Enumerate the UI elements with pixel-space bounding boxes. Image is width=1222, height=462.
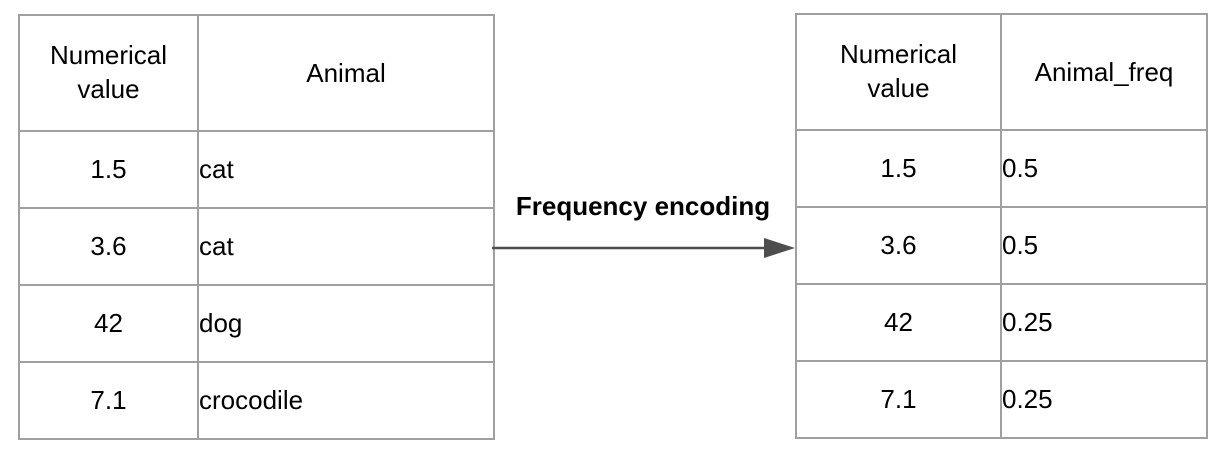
numerical-value-cell: 1.5 xyxy=(795,129,1002,208)
table-row: 7.1 0.25 xyxy=(795,360,1208,439)
table-row: 3.6 0.5 xyxy=(795,206,1208,285)
table-row: 42 dog xyxy=(18,284,495,363)
header-animal: Animal xyxy=(197,14,495,132)
animal-cell: crocodile xyxy=(197,361,495,440)
header-numerical-value: Numerical value xyxy=(795,13,1002,131)
numerical-value-cell: 42 xyxy=(795,283,1002,362)
numerical-value-cell: 3.6 xyxy=(795,206,1002,285)
animal-freq-cell: 0.25 xyxy=(1000,283,1208,362)
source-table: Numerical value Animal 1.5 cat 3.6 cat 4… xyxy=(18,14,495,440)
encoded-table: Numerical value Animal_freq 1.5 0.5 3.6 … xyxy=(795,13,1208,439)
header-numerical-value-label: Numerical value xyxy=(839,39,958,103)
header-animal-label: Animal xyxy=(306,57,386,88)
animal-freq-cell: 0.5 xyxy=(1000,129,1208,208)
table-row: 7.1 crocodile xyxy=(18,361,495,440)
arrow-head xyxy=(764,238,795,258)
frequency-encoding-label: Frequency encoding xyxy=(515,191,771,221)
table-header-row: Numerical value Animal_freq xyxy=(795,13,1208,131)
numerical-value-cell: 42 xyxy=(18,284,199,363)
numerical-value-cell: 7.1 xyxy=(18,361,199,440)
table-row: 42 0.25 xyxy=(795,283,1208,362)
table-row: 1.5 cat xyxy=(18,130,495,209)
table-row: 3.6 cat xyxy=(18,207,495,286)
table-header-row: Numerical value Animal xyxy=(18,14,495,132)
header-numerical-value: Numerical value xyxy=(18,14,199,132)
animal-cell: cat xyxy=(197,207,495,286)
header-animal-freq: Animal_freq xyxy=(1000,13,1208,131)
header-numerical-value-label: Numerical value xyxy=(49,40,168,104)
animal-cell: cat xyxy=(197,130,495,209)
table-row: 1.5 0.5 xyxy=(795,129,1208,208)
animal-cell: dog xyxy=(197,284,495,363)
animal-freq-cell: 0.5 xyxy=(1000,206,1208,285)
numerical-value-cell: 1.5 xyxy=(18,130,199,209)
animal-freq-cell: 0.25 xyxy=(1000,360,1208,439)
header-animal-freq-label: Animal_freq xyxy=(1034,56,1174,87)
right-arrow-icon xyxy=(492,238,795,258)
numerical-value-cell: 7.1 xyxy=(795,360,1002,439)
numerical-value-cell: 3.6 xyxy=(18,207,199,286)
